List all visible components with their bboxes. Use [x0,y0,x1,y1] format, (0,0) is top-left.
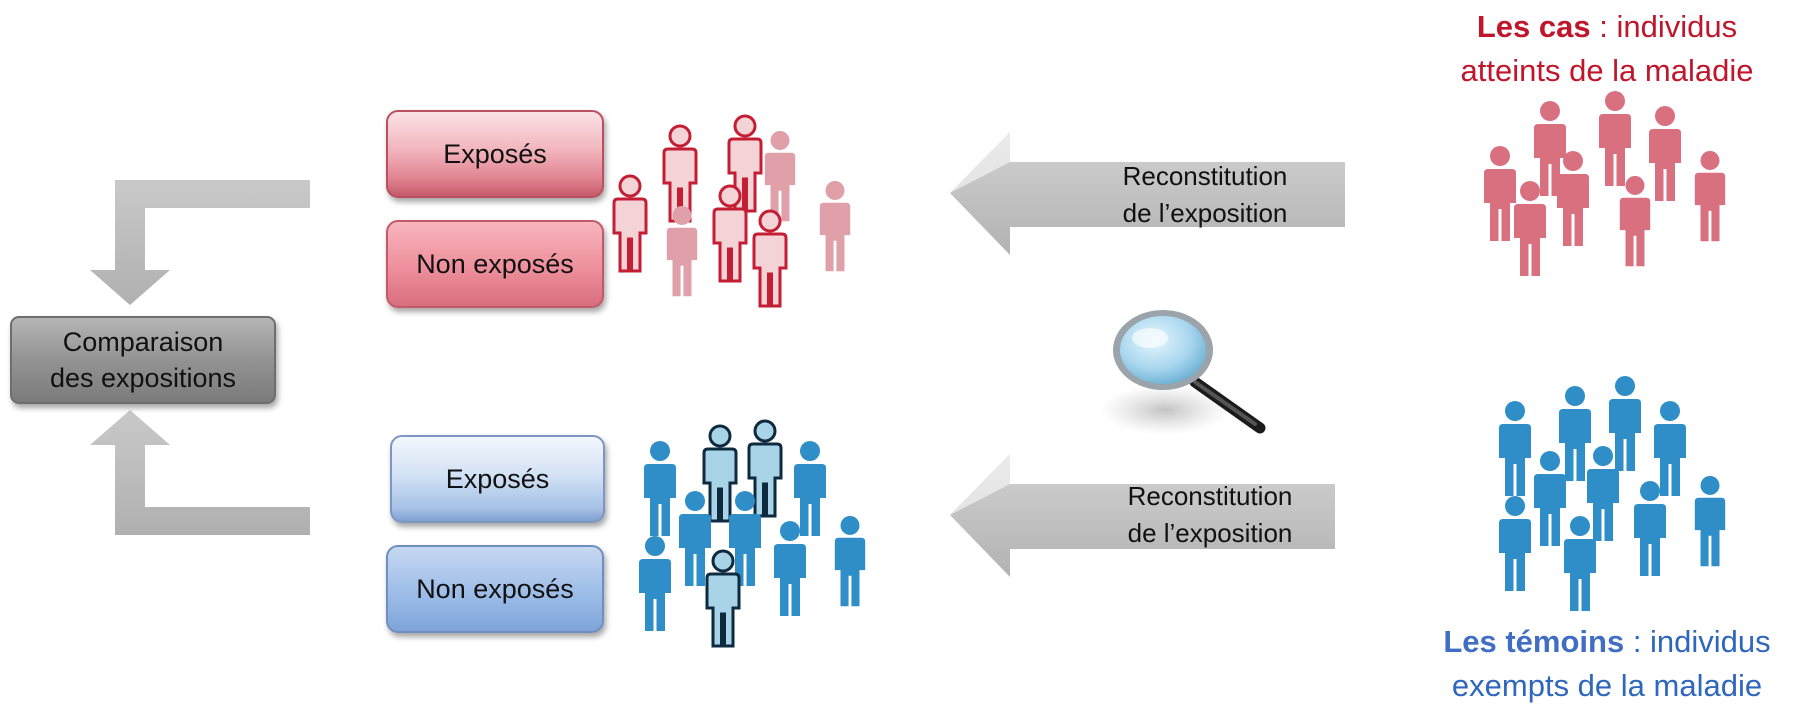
controls-caption-rest: : individus [1624,624,1771,659]
cases-unexposed-box: Non exposés [386,220,604,308]
cases-caption-rest: : individus [1590,9,1738,44]
cases-caption-line2: atteints de la maladie [1460,53,1754,88]
person-icon [1499,496,1531,591]
person-icon [1557,151,1589,246]
person-icon [1559,386,1591,481]
magnifying-glass-icon [1100,310,1266,435]
person-icon [662,124,698,223]
person-icon [729,491,761,586]
arrow-top-line2: de l’exposition [1122,198,1288,228]
person-icon [639,536,671,631]
person-icon [1609,376,1641,471]
person-icon [1694,150,1726,242]
comparison-line1: Comparaison [62,327,224,357]
person-icon [1587,446,1619,541]
elbow-arrow-down-icon [90,180,310,305]
cases-people-icon [1484,91,1726,276]
exposed-cases-people-icon [612,114,851,308]
person-icon [1484,146,1516,241]
person-icon [1564,516,1596,611]
controls-unexposed-label: Non exposés [416,573,574,604]
person-icon [774,521,806,616]
person-icon [1499,401,1531,496]
cases-exposed-box: Exposés [386,110,604,198]
person-icon [702,424,738,523]
controls-caption-line2: exempts de la maladie [1451,668,1763,703]
arrow-bottom-line1: Reconstitution [1127,481,1293,511]
person-icon [1654,401,1686,496]
cases-caption: Les cas : individus atteints de la malad… [1410,5,1804,93]
comparison-line2: des expositions [49,363,237,393]
person-icon [705,549,741,648]
person-icon [819,180,851,272]
arrow-left-icon [950,454,1335,577]
person-icon [1534,451,1566,546]
arrow-top-line1: Reconstitution [1122,161,1288,191]
controls-caption-title: Les témoins [1443,624,1625,659]
elbow-arrow-up-icon [90,410,310,535]
arrow-top-text: Reconstitution de l’exposition [1040,158,1370,232]
person-icon [747,419,783,518]
arrow-bottom-line2: de l’exposition [1127,518,1293,548]
person-icon [1649,106,1681,201]
controls-exposed-label: Exposés [445,463,550,494]
person-icon [1619,175,1651,267]
person-icon [612,174,648,273]
controls-caption: Les témoins : individus exempts de la ma… [1410,620,1804,708]
cases-caption-title: Les cas [1476,9,1591,44]
person-icon [1634,481,1666,576]
person-icon [666,205,698,297]
controls-exposed-box: Exposés [390,435,605,523]
person-icon [712,184,748,283]
person-icon [644,441,676,536]
arrow-left-icon [950,132,1345,255]
person-icon [794,441,826,536]
person-icon [679,491,711,586]
person-icon [1514,181,1546,276]
arrow-bottom-text: Reconstitution de l’exposition [1050,478,1370,552]
controls-people-icon [1499,376,1726,611]
person-icon [1599,91,1631,186]
comparison-box: Comparaison des expositions [10,316,276,404]
controls-unexposed-box: Non exposés [386,545,604,633]
exposed-controls-people-icon [639,419,866,648]
cases-unexposed-label: Non exposés [416,248,574,279]
person-icon [1694,475,1726,567]
person-icon [752,209,788,308]
person-icon [834,515,866,607]
cases-exposed-label: Exposés [443,138,547,169]
person-icon [764,130,796,222]
